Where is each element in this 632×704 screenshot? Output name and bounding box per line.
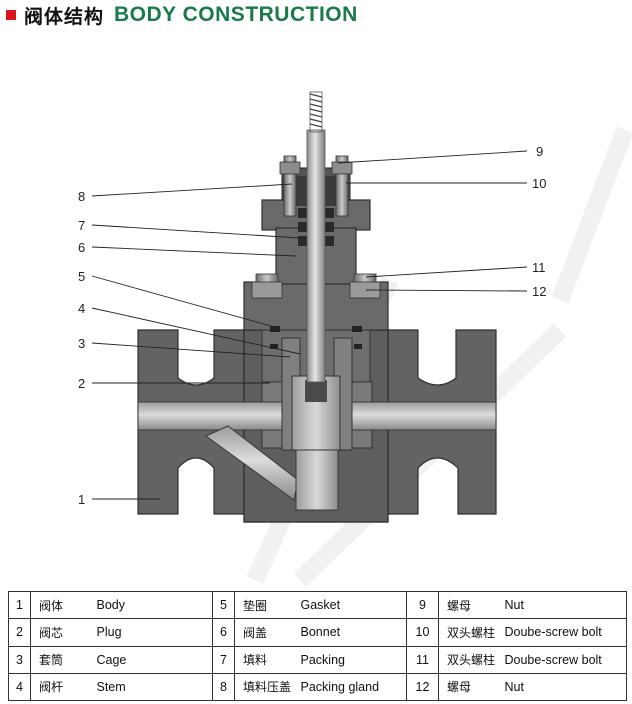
part-name-en: Bonnet [292, 618, 407, 647]
part-name-en: Stem [88, 673, 213, 702]
part-name-cn: 阀芯 [30, 618, 89, 647]
gaskets [270, 326, 362, 349]
header: 阀体结构 BODY CONSTRUCTION [6, 2, 358, 28]
table-row: 2 阀芯 Plug 6 阀盖 Bonnet 10 双头螺柱 Doube-scre… [8, 618, 627, 647]
part-name-cn: 螺母 [438, 673, 497, 702]
callout-1: 1 [78, 492, 85, 507]
callout-10: 10 [532, 176, 546, 191]
part-name-cn: 垫圈 [234, 591, 293, 620]
part-number: 6 [212, 618, 235, 647]
callout-2: 2 [78, 376, 85, 391]
callout-11: 11 [532, 260, 546, 275]
part-number: 2 [8, 618, 31, 647]
part-number: 7 [212, 646, 235, 674]
table-row: 3 套筒 Cage 7 填料 Packing 11 双头螺柱 Doube-scr… [8, 646, 627, 674]
table-row: 4 阀杆 Stem 8 填料压盖 Packing gland 12 螺母 Nut [8, 673, 627, 702]
part-name-cn: 双头螺柱 [438, 646, 497, 674]
part-name-cn: 填料压盖 [234, 673, 293, 702]
part-name-en: Packing gland [292, 673, 407, 702]
part-number: 12 [406, 673, 439, 702]
part-name-en: Gasket [292, 591, 407, 620]
upper-bolts [279, 155, 353, 217]
red-square-icon [6, 10, 16, 20]
part-name-cn: 套筒 [30, 646, 89, 674]
part-name-en: Nut [496, 673, 627, 702]
valve-cross-section-diagram: 1 2 3 4 5 6 7 8 9 10 11 12 [78, 91, 632, 587]
callout-9: 9 [536, 144, 543, 159]
part-name-cn: 双头螺柱 [438, 618, 497, 647]
callout-3: 3 [78, 336, 85, 351]
part-number: 10 [406, 618, 439, 647]
callout-7: 7 [78, 218, 85, 233]
part-number: 5 [212, 591, 235, 620]
stem [306, 91, 326, 383]
part-number: 11 [406, 646, 439, 674]
callout-5: 5 [78, 269, 85, 284]
part-name-en: Body [88, 591, 213, 620]
part-number: 9 [406, 591, 439, 620]
part-name-cn: 填料 [234, 646, 293, 674]
parts-table: 1 阀体 Body 5 垫圈 Gasket 9 螺母 Nut 2 阀芯 Plug… [8, 591, 627, 702]
part-number: 1 [8, 591, 31, 620]
part-name-en: Packing [292, 646, 407, 674]
part-name-en: Plug [88, 618, 213, 647]
title-english: BODY CONSTRUCTION [114, 3, 358, 26]
plug [291, 375, 341, 451]
lower-bolts [251, 273, 381, 299]
part-name-cn: 阀盖 [234, 618, 293, 647]
callout-4: 4 [78, 301, 85, 316]
part-name-cn: 螺母 [438, 591, 497, 620]
part-name-cn: 阀杆 [30, 673, 89, 702]
callout-6: 6 [78, 240, 85, 255]
part-name-en: Doube-screw bolt [496, 646, 627, 674]
table-row: 1 阀体 Body 5 垫圈 Gasket 9 螺母 Nut [8, 591, 627, 620]
seat-outlet [295, 447, 339, 511]
title-chinese: 阀体结构 [24, 5, 105, 28]
callout-8: 8 [78, 189, 85, 204]
part-name-en: Doube-screw bolt [496, 618, 627, 647]
leader-lines [91, 150, 528, 500]
callout-12: 12 [532, 284, 546, 299]
part-name-cn: 阀体 [30, 591, 89, 620]
part-number: 4 [8, 673, 31, 702]
part-number: 8 [212, 673, 235, 702]
part-number: 3 [8, 646, 31, 674]
part-name-en: Nut [496, 591, 627, 620]
part-name-en: Cage [88, 646, 213, 674]
